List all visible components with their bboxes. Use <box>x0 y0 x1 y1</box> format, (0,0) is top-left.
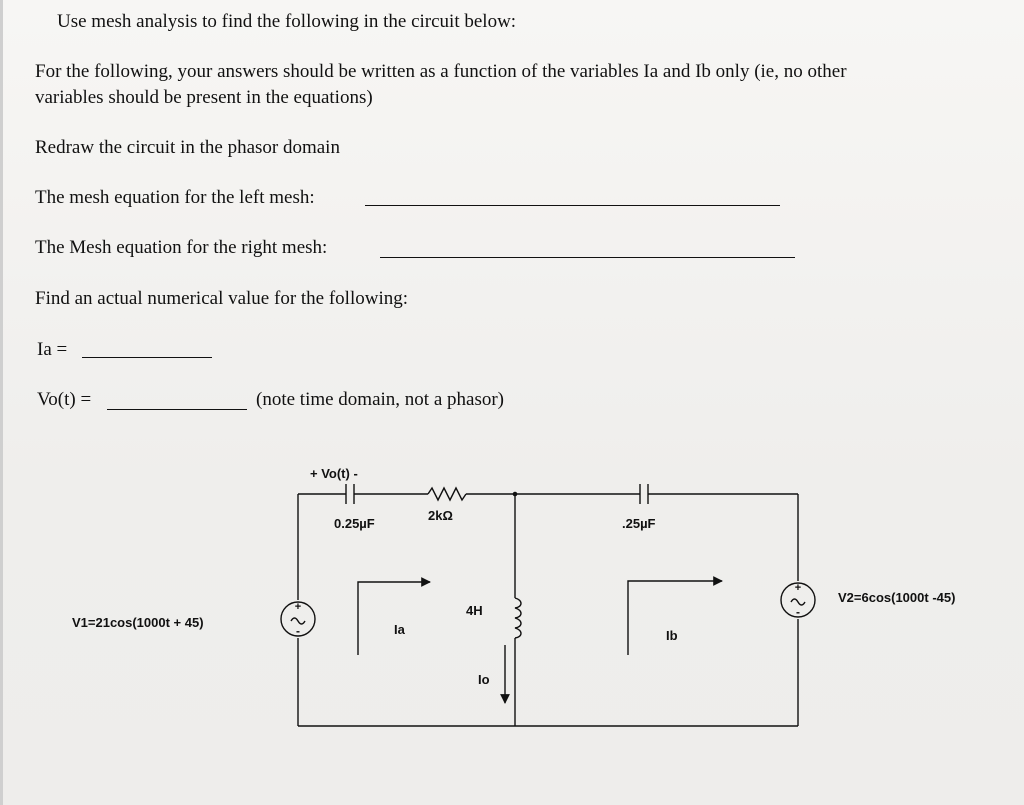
find-value-instruction: Find an actual numerical value for the f… <box>35 288 409 309</box>
vo-note: (note time domain, not a phasor) <box>256 389 504 410</box>
io-label: Io <box>478 672 490 687</box>
heading: Use mesh analysis to find the following … <box>57 11 517 32</box>
ia-answer-blank[interactable] <box>82 357 212 358</box>
resistor-2k <box>427 486 467 502</box>
inductor-label: 4H <box>466 603 483 618</box>
redraw-instruction: Redraw the circuit in the phasor domain <box>35 137 340 158</box>
ia-mesh-label: Ia <box>394 622 406 637</box>
vo-answer-blank[interactable] <box>107 409 247 410</box>
capacitor-c1 <box>345 484 355 504</box>
ib-mesh-label: Ib <box>666 628 678 643</box>
v2-label: V2=6cos(1000t -45) <box>838 590 955 605</box>
instructions-line-2: variables should be present in the equat… <box>35 87 373 108</box>
circuit-diagram: + - + - + Vo(t) <box>72 466 955 727</box>
ia-label: Ia = <box>37 339 68 360</box>
v1-minus: - <box>296 624 300 638</box>
v1-label: V1=21cos(1000t + 45) <box>72 615 204 630</box>
c1-label: 0.25µF <box>334 516 375 531</box>
v1-source: + - <box>280 601 316 638</box>
capacitor-c2 <box>639 484 798 504</box>
left-mesh-question: The mesh equation for the left mesh: <box>35 187 315 208</box>
v2-source: + - <box>780 582 816 619</box>
v2-minus: - <box>796 605 800 619</box>
middle-branch <box>514 494 522 726</box>
vo-label: Vo(t) = <box>37 389 92 410</box>
mesh-arrow-ib <box>627 576 723 655</box>
right-mesh-question: The Mesh equation for the right mesh: <box>35 237 328 258</box>
vo-polarity-label: + Vo(t) - <box>310 466 358 481</box>
v2-plus: + <box>795 582 801 594</box>
mesh-arrow-ia <box>357 577 431 655</box>
page-edge <box>0 0 3 805</box>
right-mesh-answer-blank[interactable] <box>380 257 795 258</box>
instructions-line-1: For the following, your answers should b… <box>35 61 847 82</box>
c2-label: .25µF <box>622 516 656 531</box>
v1-plus: + <box>295 601 301 613</box>
left-mesh-answer-blank[interactable] <box>365 205 780 206</box>
resistor-label: 2kΩ <box>428 508 453 523</box>
